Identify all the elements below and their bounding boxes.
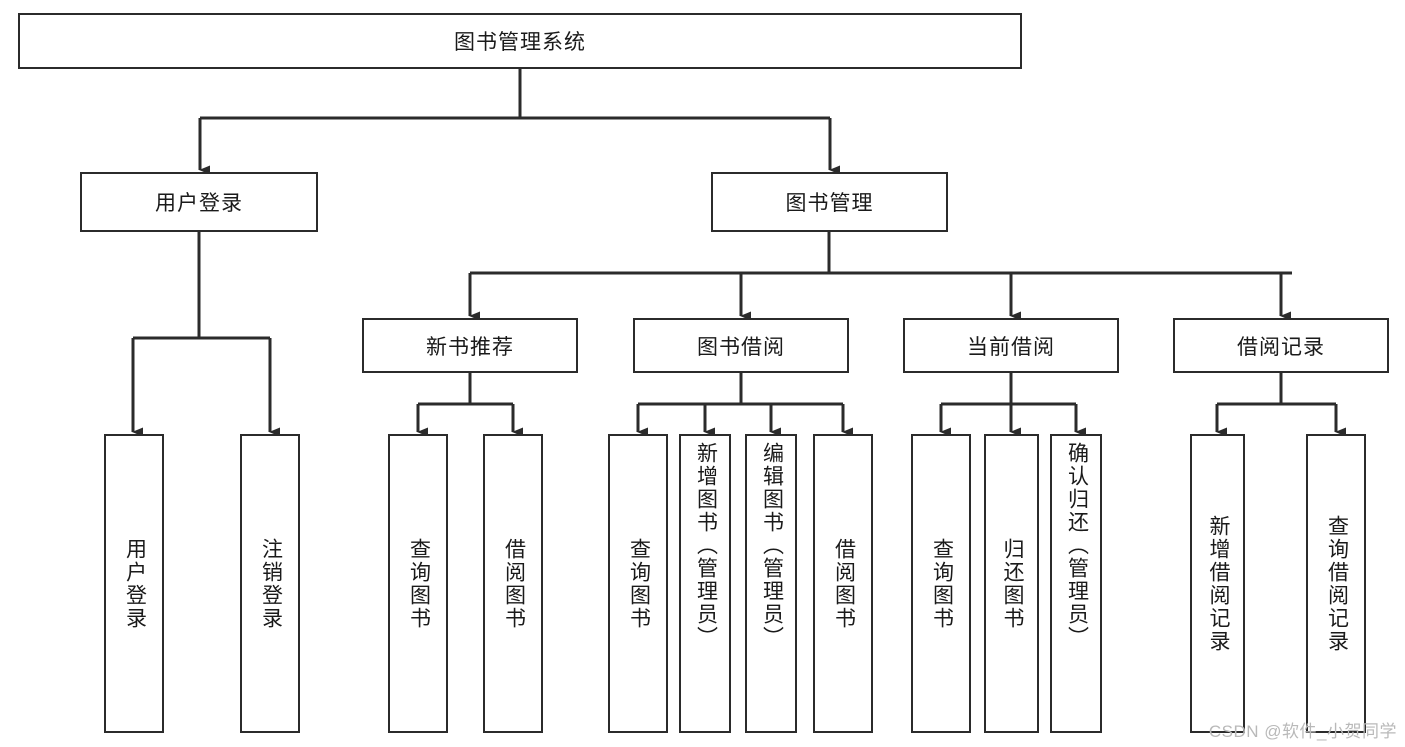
- node-leaf-query-book-1-label: 查询图书: [407, 537, 431, 630]
- node-leaf-return-book-label: 归还图书: [1000, 537, 1024, 630]
- node-leaf-borrow-book-2[interactable]: 借阅图书: [813, 434, 873, 733]
- node-leaf-return-book[interactable]: 归还图书: [984, 434, 1039, 733]
- node-leaf-add-record[interactable]: 新增借阅记录: [1190, 434, 1245, 733]
- node-leaf-user-login-label: 用户登录: [123, 537, 147, 630]
- node-root[interactable]: 图书管理系统: [18, 13, 1022, 69]
- node-leaf-borrow-book-1[interactable]: 借阅图书: [483, 434, 543, 733]
- watermark-text: CSDN @软件_小贺同学: [1208, 722, 1397, 741]
- node-leaf-query-book-2[interactable]: 查询图书: [608, 434, 668, 733]
- node-leaf-confirm-return-label: 确认归还（管理员）: [1065, 442, 1089, 649]
- node-book-borrow[interactable]: 图书借阅: [633, 318, 849, 373]
- node-leaf-edit-book-label: 编辑图书（管理员）: [760, 442, 784, 649]
- node-leaf-add-book-label: 新增图书（管理员）: [694, 442, 718, 649]
- node-leaf-user-logout-label: 注销登录: [259, 537, 283, 630]
- node-book-manage-label: 图书管理: [785, 192, 874, 215]
- node-user-login[interactable]: 用户登录: [80, 172, 318, 232]
- node-leaf-user-logout[interactable]: 注销登录: [240, 434, 300, 733]
- node-leaf-query-book-2-label: 查询图书: [627, 537, 651, 630]
- node-book-borrow-label: 图书借阅: [697, 335, 785, 359]
- node-user-login-label: 用户登录: [155, 192, 243, 215]
- node-borrow-record-label: 借阅记录: [1237, 335, 1325, 359]
- node-leaf-query-book-3[interactable]: 查询图书: [911, 434, 971, 733]
- node-leaf-add-record-label: 新增借阅记录: [1206, 514, 1230, 653]
- node-leaf-add-book[interactable]: 新增图书（管理员）: [679, 434, 731, 733]
- node-leaf-query-record-label: 查询借阅记录: [1325, 514, 1349, 653]
- node-current-borrow[interactable]: 当前借阅: [903, 318, 1119, 373]
- node-new-book-rec[interactable]: 新书推荐: [362, 318, 578, 373]
- node-leaf-edit-book[interactable]: 编辑图书（管理员）: [745, 434, 797, 733]
- node-leaf-borrow-book-1-label: 借阅图书: [502, 537, 526, 630]
- node-root-label: 图书管理系统: [454, 31, 586, 54]
- node-current-borrow-label: 当前借阅: [967, 335, 1055, 359]
- node-leaf-query-book-1[interactable]: 查询图书: [388, 434, 448, 733]
- node-leaf-borrow-book-2-label: 借阅图书: [832, 537, 856, 630]
- node-leaf-confirm-return[interactable]: 确认归还（管理员）: [1050, 434, 1102, 733]
- node-book-manage[interactable]: 图书管理: [711, 172, 948, 232]
- node-new-book-rec-label: 新书推荐: [426, 335, 514, 359]
- node-borrow-record[interactable]: 借阅记录: [1173, 318, 1389, 373]
- node-leaf-query-record[interactable]: 查询借阅记录: [1306, 434, 1366, 733]
- node-leaf-user-login[interactable]: 用户登录: [104, 434, 164, 733]
- node-leaf-query-book-3-label: 查询图书: [930, 537, 954, 630]
